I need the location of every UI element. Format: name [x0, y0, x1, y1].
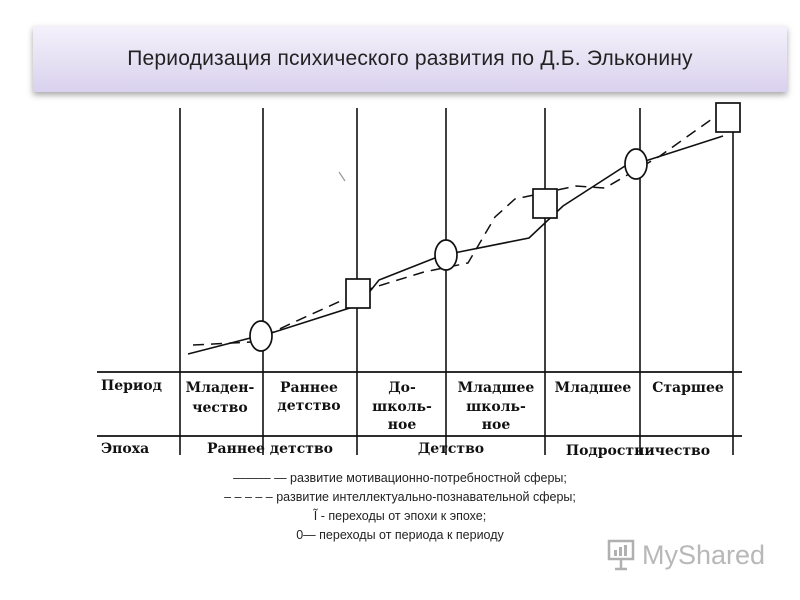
- period-transition-marker: [345, 278, 371, 309]
- epoch-transition-marker: [624, 148, 648, 180]
- watermark-text: MyShared: [642, 539, 766, 570]
- row-label-epoch: Эпоха: [101, 441, 149, 457]
- epoch-transition-marker: [249, 320, 273, 352]
- scan-artifact: [338, 171, 346, 182]
- page-title: Периодизация психического развития по Д.…: [127, 47, 693, 70]
- period-cell: детство: [277, 398, 340, 414]
- intellectual-sphere-line: [192, 103, 734, 346]
- period-cell: школь-: [466, 399, 526, 415]
- period-cell: Старшее: [652, 380, 724, 396]
- legend: ——— — развитие мотивационно-потребностно…: [150, 469, 650, 545]
- period-cell: школь-: [372, 399, 432, 415]
- table-rules: [97, 371, 742, 437]
- row-label-period: Период: [101, 378, 162, 394]
- epoch-cell: Подростничество: [566, 443, 710, 459]
- legend-item-intellectual: – – – – – развитие интеллектуально-позна…: [224, 490, 576, 504]
- epoch-transition-marker: [434, 239, 458, 271]
- period-cell: чество: [192, 400, 247, 416]
- period-cell: ное: [388, 417, 417, 433]
- legend-item-motivational: ——— — развитие мотивационно-потребностно…: [233, 471, 567, 485]
- period-cell: Младшее: [458, 380, 535, 396]
- legend-item-epoch-transition: Ĩ - переходы от эпохи к эпохе;: [313, 509, 487, 523]
- period-transition-marker: [715, 102, 741, 133]
- period-cells: Младен- чество Раннее детство До- школь-…: [186, 380, 724, 433]
- period-cell: Раннее: [280, 380, 338, 396]
- period-cell: ное: [482, 417, 511, 433]
- period-transition-marker: [532, 188, 558, 219]
- period-cell: Младшее: [555, 380, 632, 396]
- presentation-board-icon: [607, 539, 635, 571]
- epoch-cells: Раннее детство Детство Подростничество: [207, 441, 710, 459]
- period-cell: Младен-: [186, 380, 255, 396]
- watermark: MyShared: [606, 535, 776, 575]
- legend-item-period-transition: 0— переходы от периода к периоду: [296, 528, 504, 542]
- epoch-cell: Детство: [418, 441, 484, 457]
- title-banner: Периодизация психического развития по Д.…: [33, 26, 787, 92]
- period-cell: До-: [388, 380, 416, 396]
- epoch-cell: Раннее детство: [207, 441, 333, 457]
